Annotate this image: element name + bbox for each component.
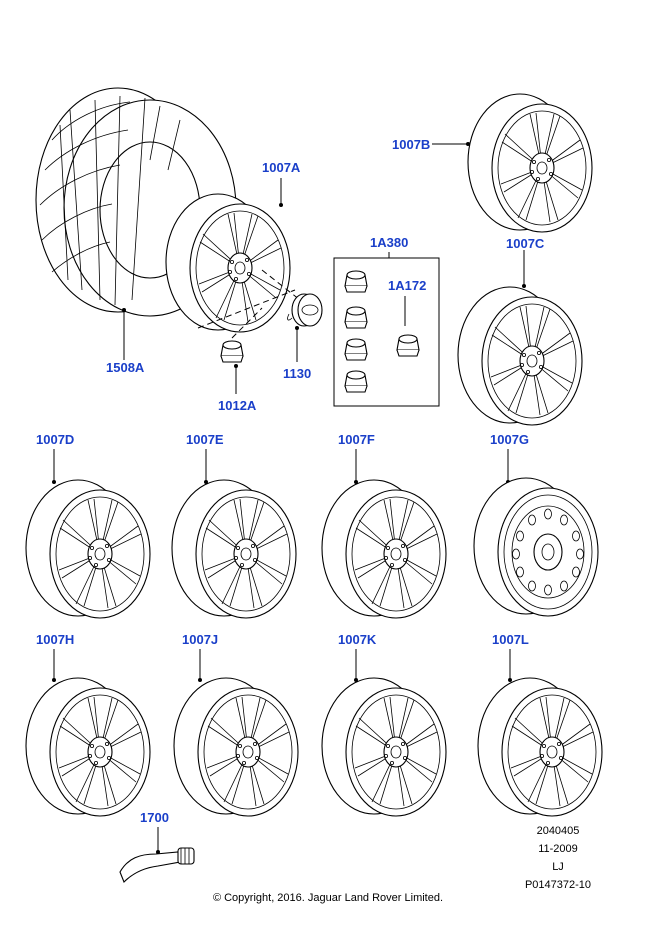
ref-date: 11-2009 [538,843,578,855]
label-1012a: 1012A [218,398,257,413]
label-1007l: 1007L [492,632,529,647]
label-1007j: 1007J [182,632,218,647]
label-1130: 1130 [283,366,311,381]
locking-nut-1a172 [396,334,420,357]
wheel-1007j [173,677,299,817]
label-1007k: 1007K [338,632,377,647]
wheel-1007d [25,479,151,619]
wheel-1007f [321,479,447,619]
ref-code: 2040405 [537,825,580,837]
label-1508a: 1508A [106,360,145,375]
label-1a172: 1A172 [388,278,426,293]
wheel-nut-1012a [220,340,244,363]
centre-cap-1130 [287,293,323,327]
label-1007a: 1007A [262,160,301,175]
ref-part-number: P0147372-10 [525,879,591,891]
label-1007f: 1007F [338,432,375,447]
wheel-1007h [25,677,151,817]
wheel-1007e [171,479,297,619]
kit-nuts [344,270,368,393]
label-1700: 1700 [140,810,169,825]
tyre-valve-1700 [119,847,195,883]
nut-kit-box [333,257,440,407]
label-1a380: 1A380 [370,235,408,250]
label-1007c: 1007C [506,236,545,251]
label-1007e: 1007E [186,432,224,447]
label-1007h: 1007H [36,632,74,647]
label-1007g: 1007G [490,432,529,447]
wheel-1007k [321,677,447,817]
wheel-1007a [165,193,291,333]
ref-initials: LJ [552,861,564,873]
wheel-1007b [467,93,593,233]
wheel-1007l [477,677,603,817]
label-1007d: 1007D [36,432,74,447]
label-1007b: 1007B [392,137,430,152]
wheel-1007g [473,477,599,617]
wheel-1007c [457,286,583,426]
copyright: © Copyright, 2016. Jaguar Land Rover Lim… [213,892,443,904]
